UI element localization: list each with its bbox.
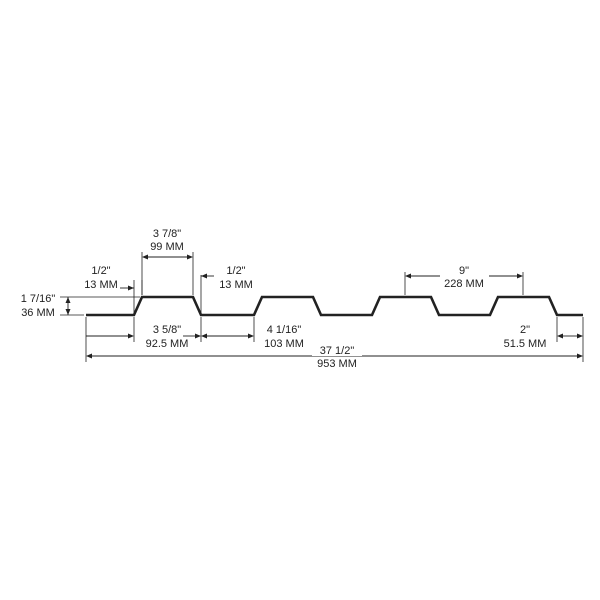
- overall-width-metric: 953 MM: [317, 358, 357, 370]
- valley-width-dimension: 4 1/16" 103 MM: [201, 317, 304, 350]
- rib-top-width-imperial: 3 7/8": [153, 228, 181, 240]
- overall-width-dimension: 37 1/2" 953 MM: [86, 344, 583, 370]
- rib-height-dimension: 1 7/16" 36 MM: [21, 293, 140, 319]
- edge-lap-metric: 51.5 MM: [504, 338, 547, 350]
- right-slope-imperial: 1/2": [226, 265, 245, 277]
- left-slope-dimension: 1/2" 13 MM: [84, 265, 143, 313]
- valley-width-metric: 103 MM: [264, 338, 304, 350]
- right-slope-dimension: 1/2" 13 MM: [200, 265, 253, 313]
- left-slope-imperial: 1/2": [91, 265, 110, 277]
- left-slope-metric: 13 MM: [84, 279, 118, 291]
- edge-lap-dimension: 2" 51.5 MM: [504, 317, 584, 362]
- rib-base-width-imperial: 3 5/8": [153, 324, 181, 336]
- rib-spacing-dimension: 9" 228 MM: [404, 265, 524, 295]
- rib-top-width-metric: 99 MM: [150, 241, 184, 253]
- rib-base-width-dimension: 3 5/8" 92.5 MM: [85, 317, 202, 362]
- valley-width-imperial: 4 1/16": [267, 324, 302, 336]
- rib-height-metric: 36 MM: [21, 307, 55, 319]
- rib-height-imperial: 1 7/16": [21, 293, 56, 305]
- rib-top-width-dimension: 3 7/8" 99 MM: [141, 228, 194, 295]
- right-slope-metric: 13 MM: [219, 279, 253, 291]
- panel-profile-outline: [86, 295, 583, 317]
- rib-spacing-imperial: 9": [459, 265, 469, 277]
- rib-spacing-metric: 228 MM: [444, 278, 484, 290]
- overall-width-imperial: 37 1/2": [320, 345, 355, 357]
- edge-lap-imperial: 2": [520, 324, 530, 336]
- rib-base-width-metric: 92.5 MM: [146, 338, 189, 350]
